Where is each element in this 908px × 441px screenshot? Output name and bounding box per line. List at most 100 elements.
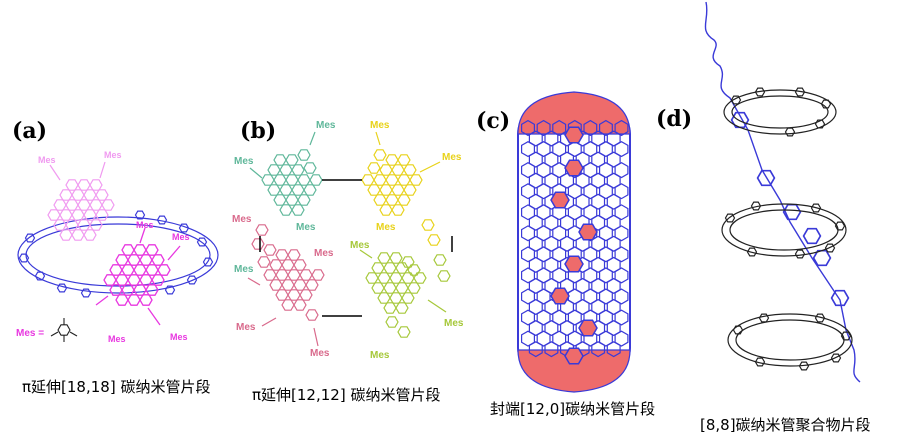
nanotube-hexagon: [583, 267, 598, 284]
nanotube-hexagon: [552, 204, 567, 221]
nanotube-hexagon: [552, 330, 567, 347]
mes-label: Mes: [170, 332, 188, 342]
nanotube-hexagon: [598, 225, 613, 242]
nanotube-hexagon: [591, 277, 606, 294]
nanotube-hexagon: [591, 151, 606, 168]
panel-a-diagram: Mes Mes Mes Mes Mes Mes Mes =: [16, 150, 219, 344]
nanotube-hexagon: [544, 341, 559, 358]
nanotube-hexagon: [567, 204, 582, 221]
panel-d-polymer: [704, 1, 861, 383]
nanotube-hexagon: [591, 256, 606, 273]
panel-b-rose-pah: [247, 224, 325, 347]
nanotube-hexagon: [614, 309, 629, 326]
nanotube-hexagon: [536, 204, 551, 221]
nanotube-hexagon: [544, 320, 559, 337]
nanotube-hexagon: [520, 225, 536, 242]
nanotube-hexagon: [520, 204, 536, 221]
nanotube-hexagon: [552, 267, 567, 284]
mes-label: Mes: [310, 348, 330, 359]
nanotube-hexagon: [598, 288, 613, 305]
nanotube-hexagon: [583, 141, 598, 158]
nanotube-hexagon: [544, 277, 559, 294]
nanotube-hexagon: [606, 341, 621, 358]
nanotube-hexagon: [536, 141, 551, 158]
nanotube-hexagon: [583, 246, 598, 263]
nanotube-hexagon: [544, 151, 559, 168]
nanotube-hexagon: [536, 288, 551, 305]
nanotube-hexagon: [606, 193, 621, 210]
nanotube-hexagon: [598, 330, 613, 347]
nanotube-hexagon: [606, 320, 621, 337]
nanotube-hexagon: [536, 162, 551, 179]
nanotube-hexagon: [544, 235, 559, 252]
nanotube-hexagon: [536, 119, 551, 137]
nanotube-hexagon: [536, 330, 551, 347]
nanotube-hexagon: [559, 320, 575, 337]
nanotube-hexagon: [552, 246, 567, 263]
panel-d-black-hoops: [721, 89, 853, 367]
nanotube-hexagon: [559, 172, 575, 189]
panel-d-blue-chain: [704, 1, 861, 383]
nanotube-hexagon: [520, 183, 536, 200]
nanotube-hexagon: [528, 193, 543, 210]
mes-label: Mes: [172, 232, 190, 242]
nanotube-hexagon: [614, 330, 629, 347]
nanotube-hexagon: [552, 141, 567, 158]
nanotube-hexagon: [575, 277, 590, 294]
nanotube-hexagon: [536, 267, 551, 284]
nanotube-hexagon: [614, 162, 629, 179]
nanotube-hexagon: [520, 141, 536, 158]
nanotube-hexagon: [606, 151, 621, 168]
mes-label: Mes: [38, 155, 56, 165]
panel-c-capped-nanotube: [517, 91, 631, 393]
nanotube-hexagon: [598, 267, 613, 284]
nanotube-hexagon: [520, 267, 536, 284]
nanotube-hexagon: [520, 330, 536, 347]
nanotube-hexagon: [583, 162, 598, 179]
nanotube-hexagon: [614, 225, 629, 242]
caption-c: 封端[12,0]碳纳米管片段: [490, 400, 656, 418]
caption-d: [8,8]碳纳米管聚合物片段: [700, 416, 871, 434]
nanotube-hexagon: [536, 309, 551, 326]
nanotube-hexagon: [591, 341, 606, 358]
nanotube-hexagon: [575, 172, 590, 189]
nanotube-hexagon: [583, 288, 598, 305]
nanotube-hexagon: [544, 130, 559, 147]
mes-label: Mes: [442, 152, 462, 163]
nanotube-hexagon: [598, 183, 613, 200]
nanotube-hexagon: [598, 309, 613, 326]
nanotube-hexagon: [567, 183, 582, 200]
nanotube-hexagon: [606, 235, 621, 252]
nanotube-hexagon: [614, 288, 629, 305]
mes-label: Mes: [296, 222, 316, 233]
nanotube-hexagon: [559, 214, 575, 231]
nanotube-hexagon: [606, 256, 621, 273]
panel-label-a: (a): [12, 118, 48, 144]
nanotube-hexagon: [528, 235, 543, 252]
caption-a: π延伸[18,18] 碳纳米管片段: [22, 378, 211, 396]
mes-label: Mes: [316, 120, 336, 131]
nanotube-hexagon: [567, 288, 582, 305]
panel-a-blue-ring: [17, 210, 219, 298]
panel-label-d: (d): [656, 106, 693, 132]
nanotube-hexagon: [552, 119, 567, 137]
nanotube-hexagon: [598, 141, 613, 158]
nanotube-hexagon: [606, 298, 621, 316]
nanotube-hexagon: [606, 172, 621, 189]
nanotube-hexagon: [520, 288, 536, 305]
nanotube-hexagon: [583, 183, 598, 200]
panel-b-links: [259, 179, 453, 317]
nanotube-hexagon: [614, 119, 629, 137]
mes-label: Mes: [234, 156, 254, 167]
nanotube-hexagon: [552, 309, 567, 326]
mes-label: Mes: [370, 350, 390, 361]
mesityl-structure-icon: [50, 318, 78, 342]
nanotube-hexagon: [536, 183, 551, 200]
nanotube-hexagon: [567, 141, 582, 158]
mes-label: Mes: [108, 334, 126, 344]
panel-label-b: (b): [240, 118, 277, 144]
nanotube-hexagon: [614, 267, 629, 284]
nanotube-hexagon: [567, 309, 582, 326]
panel-b-lime-pah: [359, 249, 451, 338]
nanotube-hexagon: [520, 119, 536, 137]
